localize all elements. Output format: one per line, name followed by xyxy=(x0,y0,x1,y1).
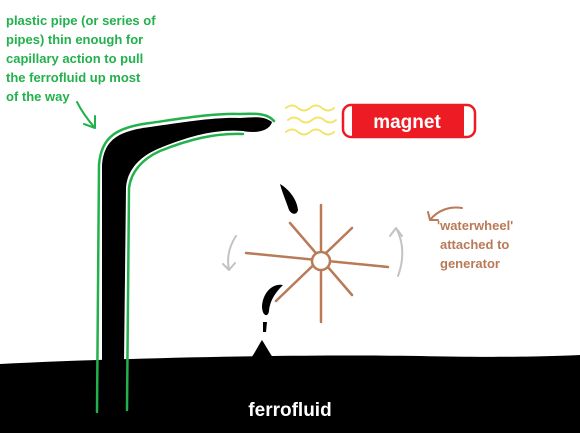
pipe-note-line: of the way xyxy=(6,89,70,104)
pipe-pointer-arrow xyxy=(76,101,96,129)
pipe-note-line: capillary action to pull xyxy=(6,51,143,66)
pipe-note-line: pipes) thin enough for xyxy=(6,32,143,47)
waterwheel-note-line: 'waterwheel' xyxy=(437,218,513,233)
falling-drop-middle xyxy=(262,284,283,316)
waterwheel xyxy=(244,203,390,324)
pipe-note-line: the ferrofluid up most xyxy=(6,70,141,85)
falling-drop-top xyxy=(280,184,298,214)
pipe-annotation: plastic pipe (or series of pipes) thin e… xyxy=(6,13,156,104)
magnetic-field-lines xyxy=(285,104,337,136)
ferrofluid-label: ferrofluid xyxy=(248,400,331,421)
ferrofluid-spike xyxy=(248,340,276,362)
pipe-outline-left xyxy=(95,112,276,414)
waterwheel-pointer-arrow xyxy=(427,206,463,221)
pipe-note-line: plastic pipe (or series of xyxy=(6,13,156,28)
magnet-body xyxy=(352,104,464,138)
ferrofluid-pool xyxy=(0,355,580,433)
pipe-outline-right xyxy=(125,132,245,412)
magnet-label: magnet xyxy=(373,112,441,133)
waterwheel-annotation: 'waterwheel' attached to generator xyxy=(437,218,513,271)
rotation-arrow-left xyxy=(222,235,237,271)
pipe-fluid xyxy=(102,117,272,362)
waterwheel-note-line: attached to xyxy=(440,237,509,252)
rotation-arrow-right xyxy=(389,227,404,277)
falling-drop-bottom xyxy=(263,322,267,332)
waterwheel-note-line: generator xyxy=(440,256,500,271)
